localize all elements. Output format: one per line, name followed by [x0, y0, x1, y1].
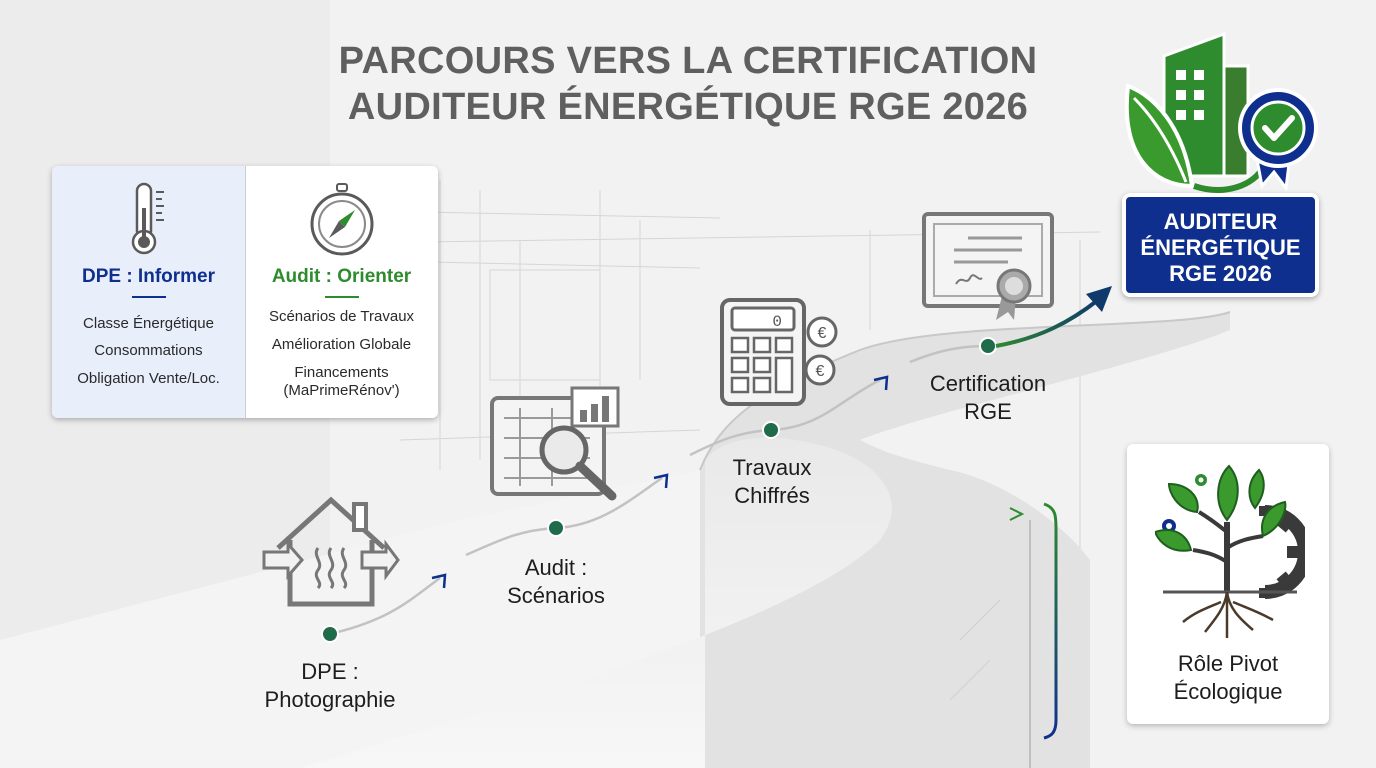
- dpe-item: Consommations: [94, 342, 203, 359]
- svg-text:0: 0: [772, 313, 782, 331]
- comparison-card: DPE : Informer Classe Énergétique Consom…: [52, 166, 438, 418]
- final-arrow: [995, 298, 1100, 348]
- page-title: PARCOURS VERS LA CERTIFICATION AUDITEUR …: [230, 38, 1146, 130]
- step-label-travaux: Travaux Chiffrés: [732, 455, 812, 508]
- title-line-1: PARCOURS VERS LA CERTIFICATION: [338, 40, 1038, 82]
- audit-item: Financements: [294, 364, 389, 381]
- path-chevrons: [431, 375, 889, 589]
- certificate-icon: [922, 212, 1054, 320]
- step-label-dpe: DPE : Photographie: [264, 659, 396, 712]
- audit-item: (MaPrimeRénov'): [283, 382, 400, 399]
- path-nodes: [321, 337, 997, 643]
- dpe-rule: [132, 296, 166, 298]
- audit-column: Audit : Orienter Scénarios de Travaux Am…: [245, 166, 438, 418]
- audit-item: Amélioration Globale: [271, 336, 412, 353]
- pivot-label: Rôle Pivot Écologique: [1173, 651, 1283, 704]
- pivot-bracket: [1043, 502, 1058, 740]
- thermometer-icon: [131, 182, 164, 255]
- badge-line-3: RGE 2026: [1169, 261, 1272, 286]
- dpe-item: Classe Énergétique: [83, 315, 214, 332]
- dpe-column: DPE : Informer Classe Énergétique Consom…: [52, 166, 245, 418]
- step-label-audit: Audit : Scénarios: [507, 555, 605, 608]
- step-label-certification: Certification RGE: [929, 371, 1047, 424]
- svg-text:€: €: [818, 325, 827, 342]
- column-divider: [245, 166, 246, 418]
- audit-heading: Audit : Orienter: [271, 266, 412, 287]
- dpe-item: Obligation Vente/Loc.: [77, 370, 220, 387]
- audit-item: Scénarios de Travaux: [268, 308, 415, 325]
- pivot-arrow: [952, 507, 1025, 521]
- svg-text:€: €: [816, 363, 825, 380]
- badge-line-1: AUDITEUR: [1163, 209, 1278, 234]
- dpe-heading: DPE : Informer: [81, 266, 216, 287]
- blueprint-magnifier-icon: [490, 386, 620, 501]
- pivot-card: Rôle Pivot Écologique: [1127, 444, 1329, 724]
- house-heat-icon: [262, 496, 400, 607]
- title-line-2: AUDITEUR ÉNERGÉTIQUE RGE 2026: [347, 86, 1029, 128]
- calculator-euro-icon: 0 € €: [720, 298, 838, 406]
- rge-logo-emblem: [1124, 31, 1318, 193]
- rge-badge: AUDITEUR ÉNERGÉTIQUE RGE 2026: [1122, 193, 1319, 297]
- compass-icon: [310, 183, 374, 256]
- audit-rule: [325, 296, 359, 298]
- badge-line-2: ÉNERGÉTIQUE: [1140, 235, 1301, 260]
- tree-gear-icon: [1155, 464, 1305, 638]
